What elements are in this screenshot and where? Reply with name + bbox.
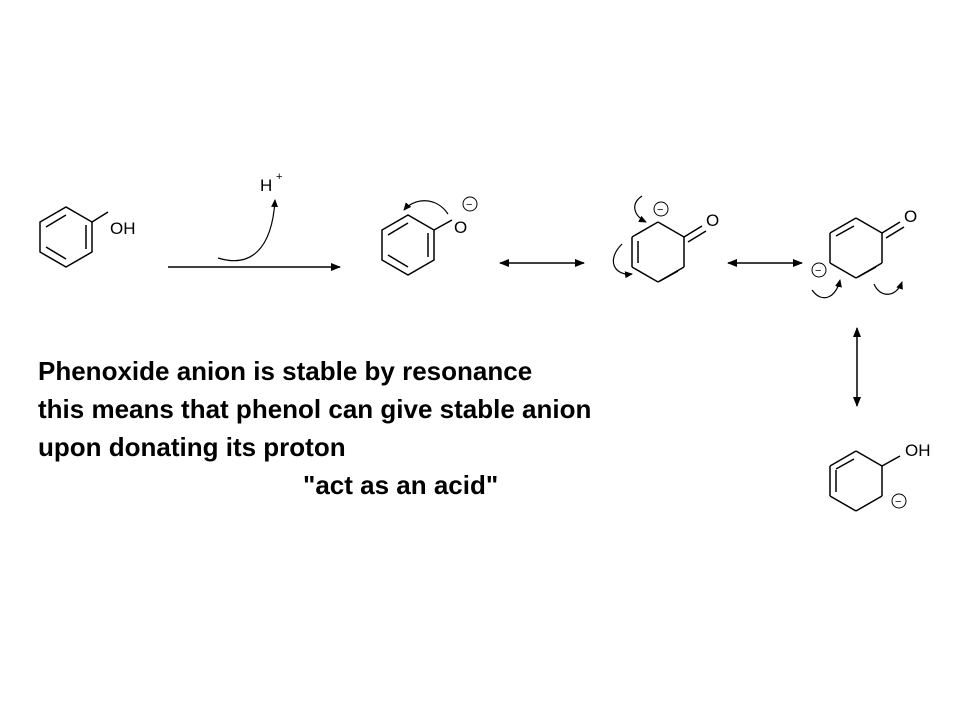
ortho2-inner-bond (835, 458, 855, 470)
explanation-text: Phenoxide anion is stable by resonance t… (38, 352, 798, 504)
phenoxide-negative-charge: − (462, 196, 478, 212)
phenoxide-electron-curved-arrow (403, 200, 449, 215)
para-inner-bond (857, 266, 877, 278)
phenoxide-inner-bond (387, 222, 409, 236)
phenol-c-o-bond (91, 211, 109, 223)
ortho-co-double-bond (683, 225, 703, 238)
ortho-o-label: O (706, 211, 719, 230)
explanation-line-3: upon donating its proton (38, 432, 346, 462)
explanation-conclusion: "act as an acid" (303, 470, 499, 500)
explanation-line-1: Phenoxide anion is stable by resonance (38, 356, 533, 386)
ortho-negative-charge: − (653, 201, 669, 217)
para-electron-curved-arrow (811, 279, 842, 299)
ortho-inner-bond (659, 270, 679, 282)
ortho2-oh-label: OH (905, 441, 931, 460)
ortho-resonance-structure-2 (829, 450, 901, 512)
para-electron-curved-arrow (873, 281, 903, 295)
para-inner-bond (835, 225, 855, 237)
proton-charge-label: + (276, 171, 282, 183)
para-o-label: O (904, 207, 917, 226)
para-co-double-bond (881, 221, 901, 234)
explanation-line-2: this means that phenol can give stable a… (38, 394, 592, 424)
svg-text:−: − (657, 204, 663, 216)
ortho2-negative-charge: − (891, 493, 907, 509)
ortho2-c-o-bond (881, 455, 901, 467)
ortho-electron-curved-arrow (634, 195, 647, 223)
phenoxide-inner-bond (387, 254, 409, 268)
phenoxide-o-label: O (454, 218, 467, 237)
phenol-oh-label: OH (110, 219, 136, 238)
proton-label: H (260, 176, 272, 195)
phenoxide-ring (381, 214, 435, 276)
phenoxide-c-o-bond (433, 219, 453, 231)
phenol-ring (39, 206, 93, 268)
phenol-inner-bond (45, 214, 67, 228)
proton-leaving-curved-arrow (217, 199, 279, 262)
svg-text:−: − (895, 496, 901, 508)
phenoxide-molecule (381, 214, 453, 276)
ortho-co-double-bond (687, 230, 707, 243)
ortho-electron-curved-arrow (612, 243, 633, 279)
phenol-inner-bond (45, 246, 67, 260)
svg-text:−: − (466, 199, 472, 211)
svg-text:−: − (815, 265, 821, 277)
para-resonance-structure (829, 217, 905, 279)
phenol-molecule (39, 206, 109, 268)
para-negative-charge: − (811, 262, 827, 278)
ortho-resonance-structure (631, 221, 707, 283)
para-co-double-bond (885, 226, 905, 239)
